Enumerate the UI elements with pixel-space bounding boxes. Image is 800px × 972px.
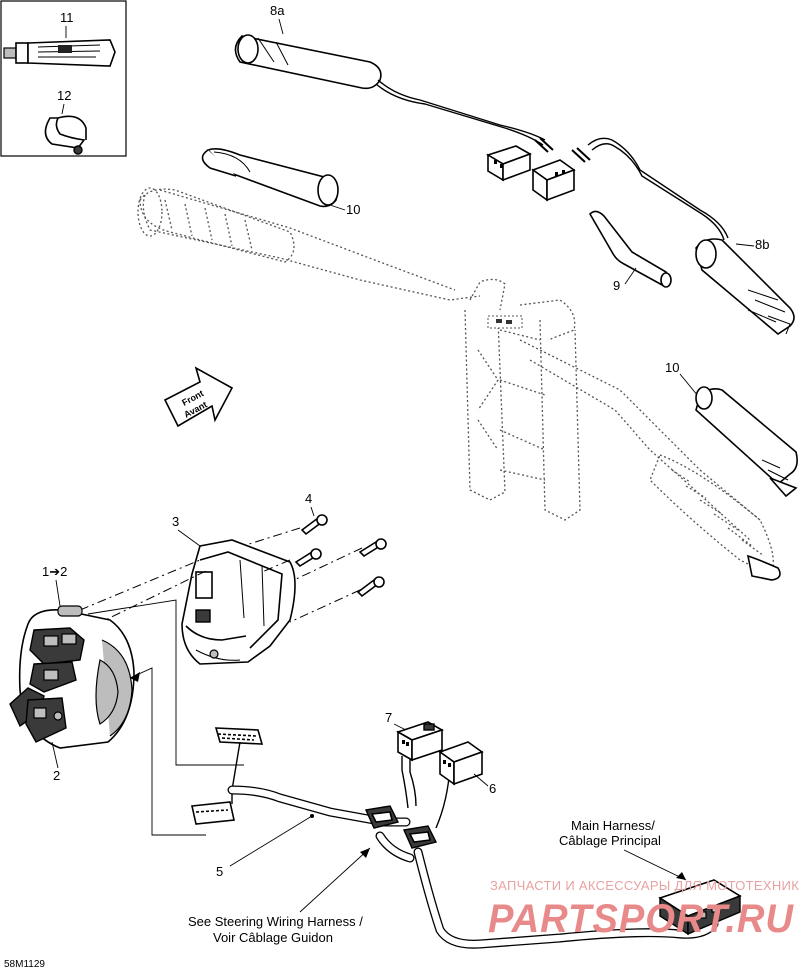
connector-6-icon bbox=[438, 741, 484, 786]
steering-note-line1: See Steering Wiring Harness / bbox=[188, 914, 363, 929]
cable-tie-icon bbox=[44, 115, 87, 155]
grip-tube-right-icon bbox=[695, 386, 798, 498]
callout-10-top: 10 bbox=[346, 202, 360, 217]
callout-4: 4 bbox=[305, 491, 312, 506]
callout-1-2: 1➔2 bbox=[42, 564, 67, 579]
connector-7-icon bbox=[396, 721, 444, 762]
callout-7: 7 bbox=[385, 710, 392, 725]
callout-6: 6 bbox=[489, 781, 496, 796]
grip-heater-right-icon bbox=[695, 238, 795, 335]
callout-9: 9 bbox=[613, 278, 620, 293]
main-harness-line2: Câblage Principal bbox=[559, 833, 661, 848]
callout-11: 11 bbox=[60, 10, 74, 25]
callout-12: 12 bbox=[57, 88, 71, 103]
front-arrow-icon: Front Avant bbox=[163, 366, 234, 428]
wire-guide-icon bbox=[588, 210, 672, 288]
callout-10-right: 10 bbox=[665, 360, 679, 375]
grip-heater-left-icon bbox=[234, 34, 382, 90]
callout-5: 5 bbox=[216, 864, 223, 879]
figure-code: 58M1129 bbox=[4, 959, 45, 970]
handlebar-outline-icon bbox=[137, 187, 781, 581]
callout-3: 3 bbox=[172, 514, 179, 529]
handlebar-switch-icon bbox=[9, 605, 135, 749]
watermark-top: ЗАПЧАСТИ И АКСЕССУАРЫ ДЛЯ МОТОТЕХНИКИ bbox=[490, 878, 800, 893]
callout-8a: 8a bbox=[270, 3, 285, 18]
grip-tube-top-icon bbox=[201, 148, 339, 208]
callout-8b: 8b bbox=[755, 237, 769, 252]
connector-8b-icon bbox=[531, 147, 591, 202]
callout-2: 2 bbox=[53, 768, 60, 783]
switch-housing-bracket-icon bbox=[181, 539, 296, 665]
main-harness-line1: Main Harness/ bbox=[571, 818, 655, 833]
connector-8a-icon bbox=[486, 137, 554, 182]
main-harness-module-icon bbox=[658, 879, 742, 936]
steering-note-line2: Voir Câblage Guidon bbox=[213, 930, 333, 945]
lubricant-tube-icon bbox=[3, 39, 116, 67]
screws-icon bbox=[294, 514, 387, 598]
watermark-brand: PARTSPORT.RU bbox=[488, 897, 794, 941]
inset-frame bbox=[0, 0, 127, 157]
